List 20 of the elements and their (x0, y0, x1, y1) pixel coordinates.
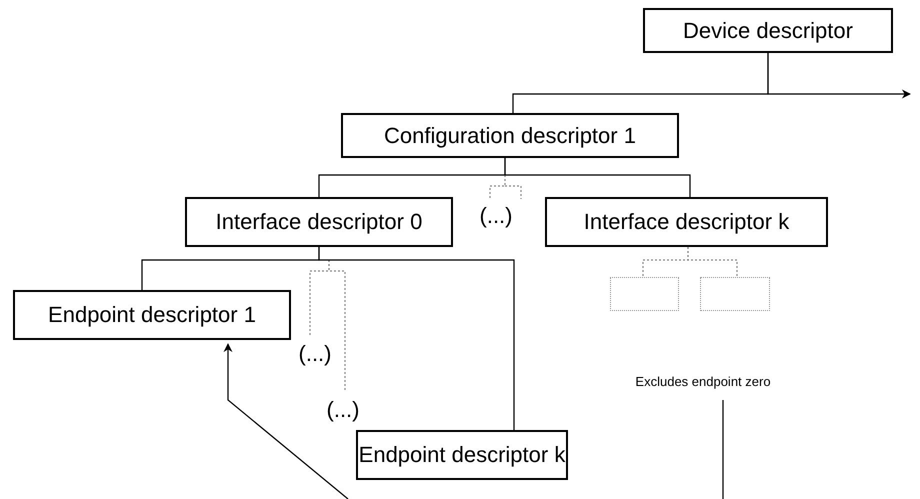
connector-line (722, 400, 724, 499)
descriptor-box: Endpoint descriptor 1 (13, 290, 291, 340)
node-label: (...) (290, 336, 340, 372)
connector-line (318, 247, 515, 430)
descriptor-box: Interface descriptor k (545, 197, 828, 247)
node-label: (...) (318, 392, 368, 428)
descriptor-box: Endpoint descriptor k (356, 430, 568, 480)
descriptor-box: Interface descriptor 0 (185, 197, 453, 247)
placeholder-box (700, 277, 770, 311)
connector-line (504, 158, 691, 197)
node-label: Excludes endpoint zero (590, 370, 816, 392)
descriptor-box: Device descriptor (643, 8, 893, 53)
descriptor-box: Configuration descriptor 1 (341, 113, 679, 158)
node-label: (...) (470, 199, 522, 233)
arrow (224, 343, 348, 499)
connector-line (489, 174, 522, 200)
connector-line (687, 247, 738, 277)
arrow (767, 53, 911, 98)
placeholder-box (610, 277, 679, 311)
connector-line (328, 260, 346, 392)
